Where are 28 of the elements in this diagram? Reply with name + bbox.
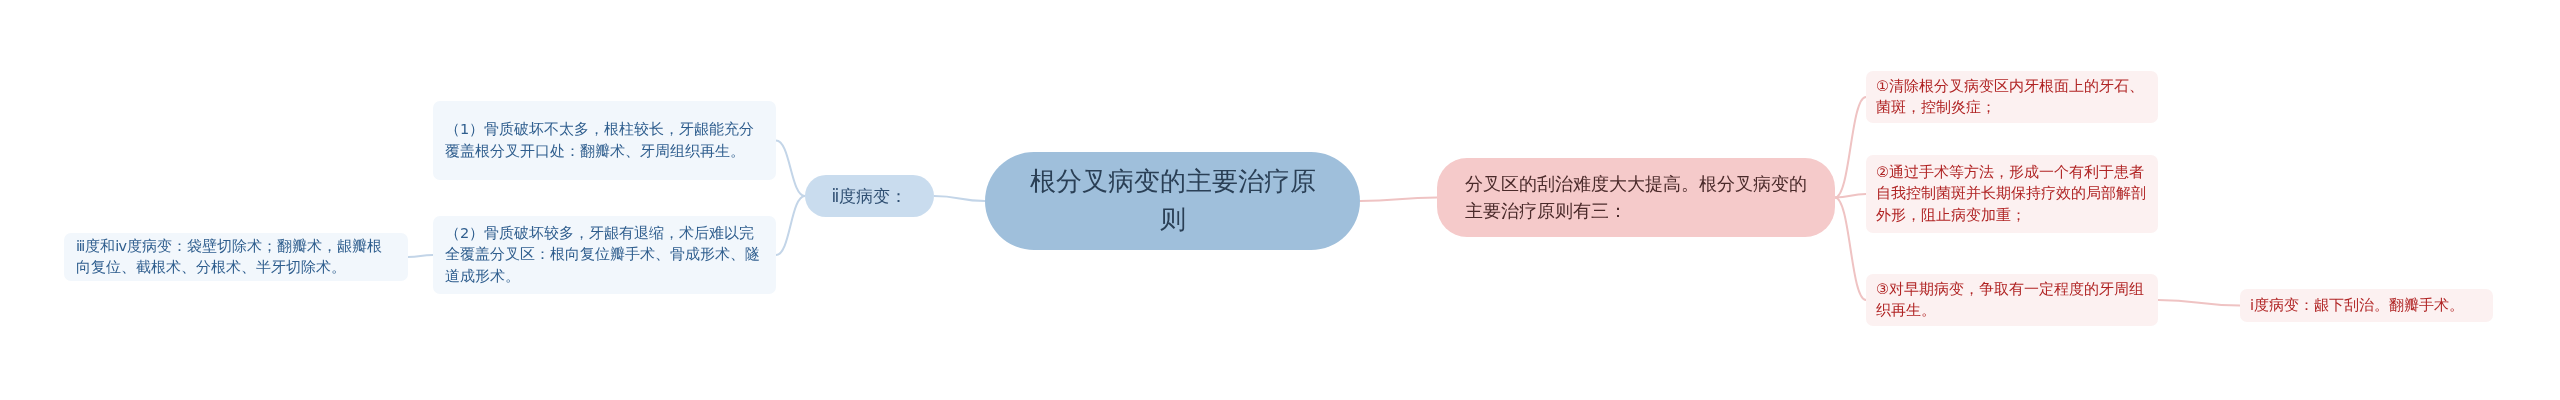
topic-text: ⅰ度病变：龈下刮治。翻瓣手术。 xyxy=(2250,296,2465,315)
topic-box xyxy=(433,101,776,180)
topic-text: ①清除根分叉病变区内牙根面上的牙石、菌斑，控制炎症； xyxy=(1876,77,2145,117)
connector-line xyxy=(1359,196,1438,202)
topic-text: ⅲ度和ⅳ度病变：袋壁切除术；翻瓣术，龈瓣根向复位、截根术、分根术、半牙切除术。 xyxy=(76,237,383,277)
topic-box xyxy=(1866,155,2158,233)
connector-line xyxy=(2157,299,2241,307)
connector-line xyxy=(1834,96,1867,199)
topic-box xyxy=(805,175,934,217)
connector-line xyxy=(407,254,434,258)
connector-line xyxy=(775,195,806,256)
connector-line xyxy=(775,139,806,197)
topic-text: ⅱ度病变： xyxy=(831,184,908,208)
topic-text: （2）骨质破坏较多，牙龈有退缩，术后难以完全覆盖分叉区：根向复位瓣手术、骨成形术、隧道成形术。 xyxy=(445,224,761,286)
connector-line xyxy=(933,195,986,202)
topic-box xyxy=(2240,289,2493,322)
topic-box xyxy=(1437,158,1835,237)
topic-text: （1）骨质破坏不太多，根柱较长，牙龈能充分覆盖根分叉开口处：翻瓣术、牙周组织再生。 xyxy=(445,120,756,161)
topic-box xyxy=(1866,71,2158,123)
connector-line xyxy=(1834,193,1867,199)
topic-text: 分叉区的刮治难度大大提高。根分叉病变的主要治疗原则有三： xyxy=(1465,172,1807,223)
connector-line xyxy=(1834,196,1867,301)
topic-box xyxy=(433,216,776,294)
topic-box xyxy=(1866,274,2158,326)
topic-box xyxy=(64,233,408,281)
topic-text: ②通过手术等方法，形成一个有利于患者自我控制菌斑并长期保持疗效的局部解剖外形，阻止病变加重； xyxy=(1876,163,2147,225)
topic-text: ③对早期病变，争取有一定程度的牙周组织再生。 xyxy=(1876,280,2145,320)
topic-text: 根分叉病变的主要治疗原则 xyxy=(1028,165,1317,236)
